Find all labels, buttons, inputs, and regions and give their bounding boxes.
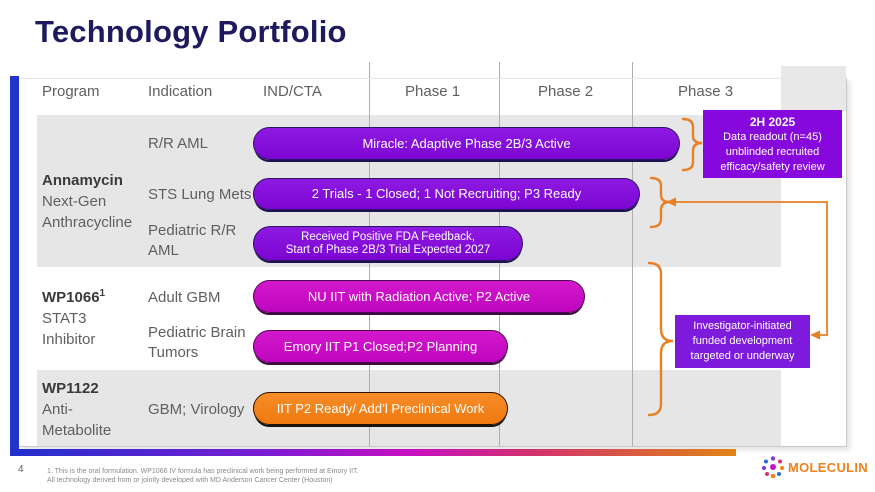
iit-line: Investigator-initiated [693, 320, 792, 332]
bottom-gradient-bar [10, 449, 736, 456]
iit-line: funded development [692, 335, 793, 347]
readout-callout: 2H 2025 Data readout (n=45) unblinded re… [703, 110, 842, 178]
program-desc: STAT3 Inhibitor [42, 310, 96, 348]
header-program: Program [42, 83, 100, 100]
column-divider [632, 62, 633, 447]
program-name: WP1066 [42, 289, 100, 306]
header-ind-cta: IND/CTA [263, 83, 322, 100]
pill-label: NU IIT with Radiation Active; P2 Active [307, 288, 531, 304]
left-accent-bar [10, 76, 19, 449]
readout-line: unblinded recruited [725, 146, 820, 158]
pill-label: 2 Trials - 1 Closed; 1 Not Recruiting; P… [311, 186, 582, 201]
readout-line: efficacy/safety review [720, 161, 825, 173]
header-indication: Indication [148, 83, 213, 100]
header-phase-2: Phase 2 [538, 83, 594, 100]
program-name: Annamycin [42, 172, 123, 189]
pill-pediatric-brain-status: Emory IIT P1 Closed;P2 Planning [253, 330, 508, 363]
footnote: 1. This is the oral formulation. WP1066 … [47, 467, 359, 485]
program-footnote-ref: 1 [99, 288, 106, 299]
indication-rr-aml: R/R AML [148, 135, 209, 152]
program-group-annamycin: Annamycin Next-Gen Anthracycline [42, 166, 144, 233]
moleculin-logo: MOLECULIN [760, 454, 868, 480]
footnote-line: 1. This is the oral formulation. WP1066 … [47, 468, 359, 475]
pill-rr-aml-status: Miracle: Adaptive Phase 2B/3 Active [253, 127, 680, 160]
indication-pediatric-brain: Pediatric Brain Tumors [148, 324, 246, 361]
pill-gbm-virology-status: IIT P2 Ready/ Add’l Preclinical Work [253, 392, 508, 425]
page-title: Technology Portfolio [35, 14, 347, 49]
pill-label: Received Positive FDA Feedback, [301, 230, 475, 243]
iit-callout: Investigator-initiated funded developmen… [675, 315, 810, 368]
iit-line: targeted or underway [690, 350, 795, 362]
indication-pediatric-rr-aml: Pediatric R/R AML [148, 222, 237, 259]
logo-text: MOLECULIN [788, 459, 868, 475]
header-phase-3: Phase 3 [678, 83, 734, 100]
page-number: 4 [18, 464, 24, 475]
program-desc: Anti-Metabolite [42, 401, 112, 439]
indication-gbm-virology: GBM; Virology [148, 401, 245, 418]
portfolio-table-frame [19, 78, 847, 447]
readout-line: Data readout (n=45) [723, 131, 822, 143]
readout-date: 2H 2025 [749, 115, 796, 129]
program-group-wp1066: WP10661 STAT3 Inhibitor [42, 283, 124, 350]
indication-adult-gbm: Adult GBM [148, 289, 221, 306]
program-group-wp1122: WP1122 Anti-Metabolite [42, 374, 124, 441]
pill-label: Emory IIT P1 Closed;P2 Planning [283, 338, 478, 354]
pill-label: Miracle: Adaptive Phase 2B/3 Active [362, 135, 571, 151]
indication-sts-lung-mets: STS Lung Mets [148, 186, 252, 203]
readout-column-band [781, 66, 846, 111]
pill-pediatric-aml-status: Received Positive FDA Feedback, Start of… [253, 226, 523, 261]
program-name: WP1122 [42, 380, 99, 397]
molecule-icon [761, 456, 784, 479]
pill-label: IIT P2 Ready/ Add’l Preclinical Work [276, 400, 485, 416]
pill-label-line2: Start of Phase 2B/3 Trial Expected 2027 [285, 243, 491, 256]
header-phase-1: Phase 1 [405, 83, 461, 100]
pill-adult-gbm-status: NU IIT with Radiation Active; P2 Active [253, 280, 585, 313]
pill-sts-status: 2 Trials - 1 Closed; 1 Not Recruiting; P… [253, 178, 640, 210]
footnote-line: All technology derived from or jointly d… [47, 477, 333, 484]
program-desc: Next-Gen Anthracycline [42, 193, 133, 231]
